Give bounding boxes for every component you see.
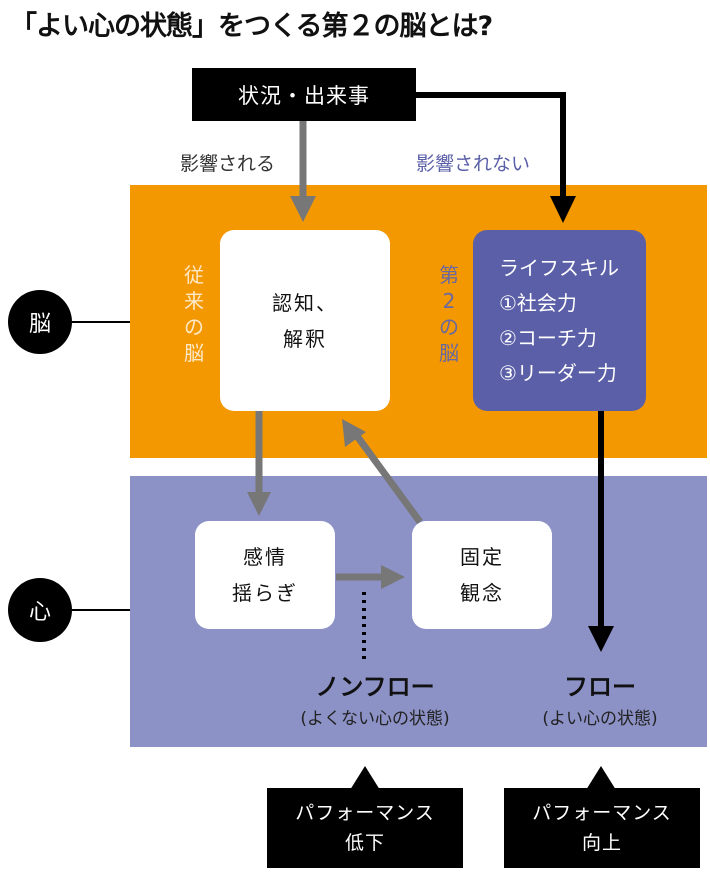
emotion-line-2: 揺らぎ [232,581,298,605]
cognition-line-2: 解釈 [283,326,327,351]
label-affected: 影響される [180,153,276,175]
pointer-perf-down [350,766,380,790]
heart-node: 心 [8,578,72,642]
diagram-title: 「よい心の状態」をつくる第２の脳とは? [10,11,493,42]
heart-connector-line [72,609,130,611]
nonflow-state: ノンフロー (よくない心の状態) [265,667,485,729]
arrow-fixed-to-cognition [342,419,423,525]
fixed-line-2: 観念 [460,581,504,605]
brain-connector-line [72,321,130,323]
lifeskill-item: ②コーチ力 [499,325,597,350]
label-not-affected: 影響されない [416,153,531,175]
arrow-lifeskill-to-flow [588,411,614,652]
brain-node: 脳 [8,290,72,354]
perf-up-line-2: 向上 [581,832,622,854]
emotion-line-1: 感情 [243,545,287,569]
perf-down-line-2: 低下 [344,832,385,854]
cognition-box: 認知、 解釈 [220,230,390,411]
second-brain-label: 第2の脳 [439,263,459,365]
flow-title: フロー [564,673,636,701]
nonflow-title: ノンフロー [315,673,435,701]
arrow-cognition-to-emotion [247,411,271,516]
lifeskill-item: ①社会力 [499,290,577,315]
arrow-emotion-to-fixed [336,565,405,589]
perf-up-line-1: パフォーマンス [532,802,672,824]
flow-subtitle: (よい心の状態) [542,709,658,729]
performance-down-box: パフォーマンス 低下 [267,788,463,868]
old-brain-label: 従来の脳 [184,263,204,365]
lifeskill-title: ライフスキル [499,255,619,280]
event-box: 状況・出来事 [192,68,416,121]
fixed-line-1: 固定 [460,545,504,569]
arrow-event-to-cognition [290,121,316,222]
lifeskill-item: ③リーダー力 [499,360,617,385]
perf-down-line-1: パフォーマンス [295,802,435,824]
nonflow-subtitle: (よくない心の状態) [300,709,450,729]
pointer-perf-up [586,766,616,790]
lifeskill-box: ライフスキル ①社会力 ②コーチ力 ③リーダー力 [473,230,646,411]
fixed-idea-box: 固定 観念 [412,521,552,629]
performance-up-box: パフォーマンス 向上 [504,788,700,868]
flow-state: フロー (よい心の状態) [505,667,695,729]
arrow-event-to-lifeskill [416,92,576,223]
emotion-box: 感情 揺らぎ [195,521,335,629]
cognition-line-1: 認知、 [272,290,338,315]
